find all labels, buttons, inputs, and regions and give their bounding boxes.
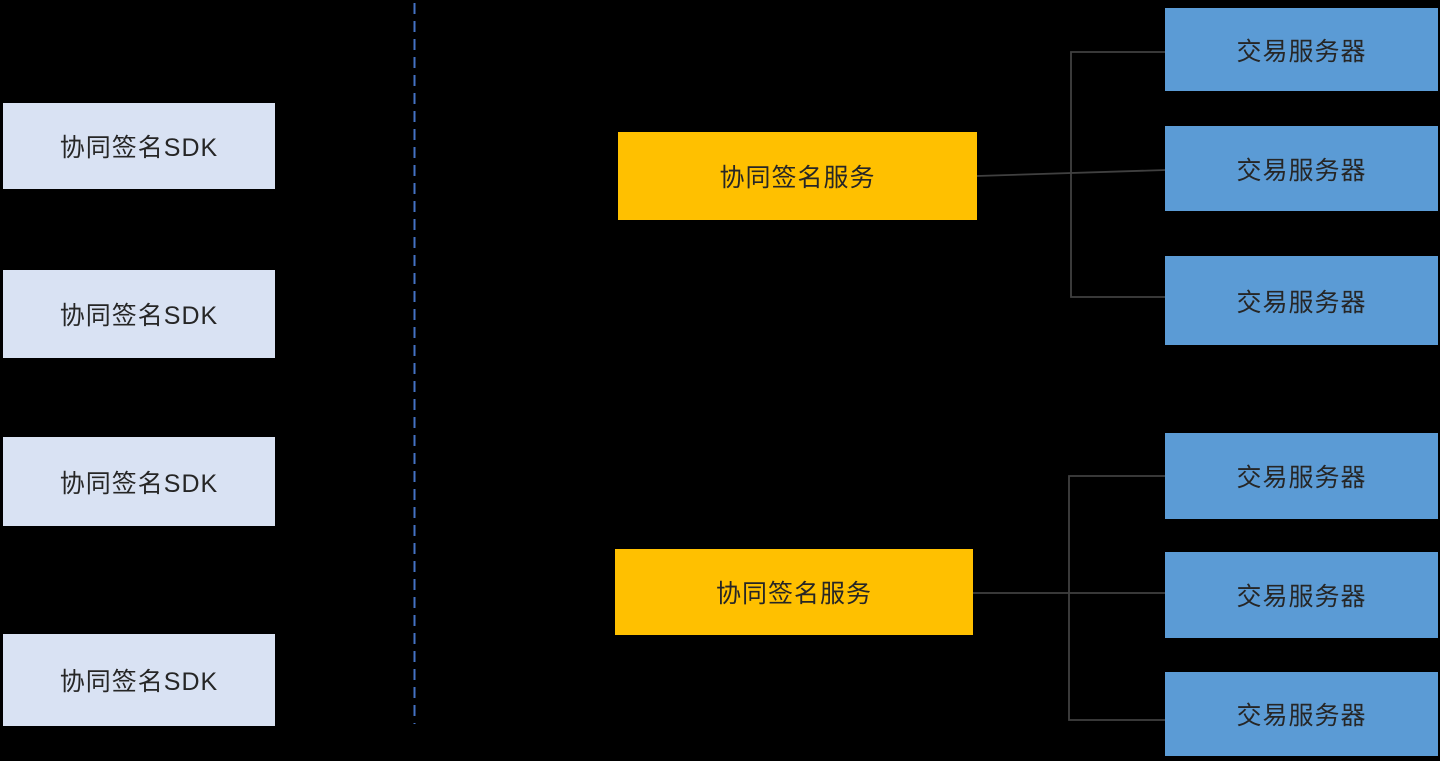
- server-node-3: 交易服务器: [1165, 256, 1438, 345]
- sdk-node-4-label: 协同签名SDK: [59, 668, 219, 696]
- service-node-1-label: 协同签名服务: [719, 164, 876, 192]
- server-node-4: 交易服务器: [1165, 433, 1438, 519]
- server-node-1-label: 交易服务器: [1236, 37, 1367, 66]
- sdk-node-2-label: 协同签名SDK: [59, 302, 219, 330]
- server-node-5: 交易服务器: [1165, 552, 1438, 638]
- server-node-2-label: 交易服务器: [1236, 156, 1367, 185]
- sdk-node-3: 协同签名SDK: [3, 437, 275, 526]
- service-node-1: 协同签名服务: [618, 132, 977, 220]
- server-node-5-label: 交易服务器: [1236, 583, 1367, 611]
- service-node-2: 协同签名服务: [615, 549, 973, 635]
- sdk-node-3-label: 协同签名SDK: [59, 469, 219, 498]
- service1-bracket: [976, 51, 1167, 298]
- server-node-4-label: 交易服务器: [1236, 464, 1367, 492]
- service2-bracket: [973, 475, 1166, 721]
- server-node-2: 交易服务器: [1165, 126, 1438, 211]
- server-node-6-label: 交易服务器: [1236, 702, 1367, 730]
- sdk-node-1: 协同签名SDK: [3, 103, 275, 189]
- sdk-node-1-label: 协同签名SDK: [59, 134, 219, 162]
- sdk-node-2: 协同签名SDK: [3, 270, 275, 358]
- server-node-6: 交易服务器: [1165, 672, 1438, 756]
- service-node-2-label: 协同签名服务: [715, 580, 872, 608]
- server-node-1: 交易服务器: [1165, 8, 1438, 91]
- sdk-node-4: 协同签名SDK: [3, 634, 275, 726]
- server-node-3-label: 交易服务器: [1236, 288, 1367, 317]
